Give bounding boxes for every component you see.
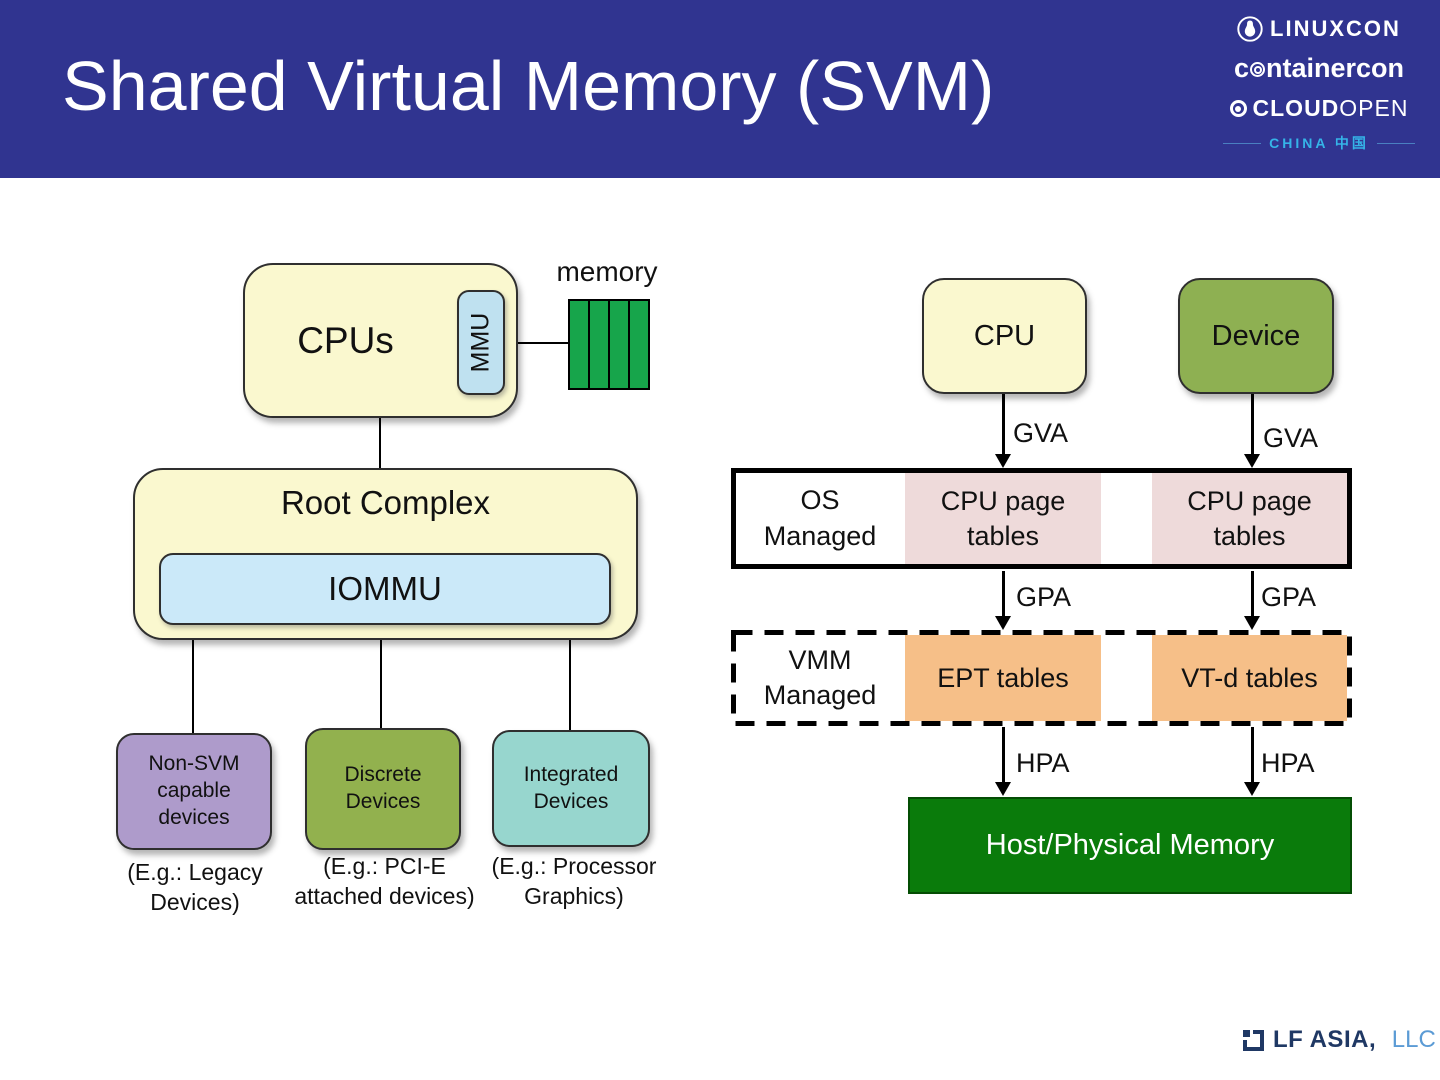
- iommu-box: IOMMU: [159, 553, 611, 625]
- arrow-hpa-left: [995, 727, 1011, 796]
- connector-root-discrete: [380, 640, 382, 728]
- memory-bank-cell: [610, 301, 630, 388]
- arrow-gpa-right: [1244, 571, 1260, 630]
- containercon-label-post: ntainercon: [1266, 53, 1405, 83]
- memory-bank-cell: [570, 301, 590, 388]
- decorative-line-right: [1376, 142, 1415, 144]
- integrated-devices-box: Integrated Devices: [492, 730, 650, 847]
- vmm-dashed-border: [731, 630, 1352, 726]
- connector-cpus-rootcomplex: [379, 418, 381, 468]
- iommu-label: IOMMU: [328, 570, 442, 607]
- arrow-gpa-left: [995, 571, 1011, 630]
- linuxcon-label: LINUXCON: [1270, 16, 1401, 41]
- arrow-device-gva: [1244, 394, 1260, 468]
- linux-foundation-icon: [1242, 1028, 1264, 1051]
- memory-box: [568, 299, 650, 390]
- mmu-box: MMU: [457, 290, 505, 395]
- china-label: CHINA 中国: [1269, 135, 1369, 151]
- non-svm-caption: (E.g.: Legacy Devices): [127, 859, 263, 915]
- hpa-label-right: HPA: [1261, 748, 1315, 778]
- cpus-box: CPUs MMU: [243, 263, 518, 418]
- gpa-label-right: GPA: [1261, 582, 1317, 612]
- discrete-caption: (E.g.: PCI-E attached devices): [294, 853, 475, 909]
- memory-bank-cell: [590, 301, 610, 388]
- container-ring-icon: [1250, 62, 1265, 77]
- os-managed-label: OS Managed: [763, 485, 877, 551]
- conference-logos: LINUXCON c ntainercon CLOUD OPEN CHINA 中…: [1223, 16, 1415, 153]
- cloudopen-logo: CLOUD OPEN: [1229, 95, 1409, 122]
- open-label: OPEN: [1339, 95, 1409, 121]
- device-box: Device: [1178, 278, 1334, 394]
- containercon-label-pre: c: [1233, 53, 1249, 83]
- decorative-line-left: [1223, 142, 1262, 144]
- connector-root-nonsvm: [192, 640, 194, 733]
- cpus-label: CPUs: [297, 319, 394, 361]
- hpa-label-left: HPA: [1016, 748, 1070, 778]
- llc-label: LLC: [1385, 1026, 1436, 1053]
- arrow-hpa-right: [1244, 727, 1260, 796]
- page-title: Shared Virtual Memory (SVM): [62, 47, 995, 125]
- containercon-logo: c ntainercon: [1234, 53, 1404, 84]
- cpu-box: CPU: [922, 278, 1087, 394]
- discrete-devices-box: Discrete Devices: [305, 728, 461, 850]
- memory-bank-cell: [630, 301, 648, 388]
- lf-asia-label: LF ASIA,: [1273, 1026, 1377, 1053]
- connector-cpus-memory: [518, 342, 568, 344]
- china-banner: CHINA 中国: [1223, 133, 1415, 153]
- cpu-page-tables-box-right: CPU page tables: [1152, 473, 1347, 564]
- vmm-managed-label: VMM Managed: [763, 644, 877, 710]
- lf-asia-logo: LF ASIA, LLC: [1242, 1026, 1436, 1054]
- vmm-managed-row: VMM Managed EPT tables VT-d tables: [731, 630, 1352, 726]
- root-complex-label: Root Complex: [280, 484, 491, 521]
- gpa-label-left: GPA: [1016, 582, 1072, 612]
- mmu-label: MMU: [466, 312, 495, 373]
- cloud-label: CLOUD: [1252, 95, 1340, 121]
- memory-label: memory: [556, 256, 658, 287]
- ept-tables-box: EPT tables: [905, 635, 1101, 721]
- host-physical-memory-box: Host/Physical Memory: [908, 797, 1352, 894]
- arrow-cpu-gva: [995, 394, 1011, 468]
- non-svm-devices-box: Non-SVM capable devices: [116, 733, 272, 850]
- vtd-tables-box: VT-d tables: [1152, 635, 1347, 721]
- aperture-icon: [1229, 100, 1247, 117]
- cpu-page-tables-box-left: CPU page tables: [905, 473, 1101, 564]
- gva-label-cpu: GVA: [1013, 418, 1069, 448]
- linuxcon-logo: LINUXCON: [1237, 16, 1401, 42]
- penguin-icon: [1237, 16, 1263, 42]
- gva-label-device: GVA: [1263, 423, 1319, 453]
- os-managed-row: OS Managed CPU page tables CPU page tabl…: [731, 468, 1352, 569]
- integrated-caption: (E.g.: Processor Graphics): [491, 853, 657, 909]
- root-complex-box: Root Complex IOMMU: [133, 468, 638, 640]
- title-bar: Shared Virtual Memory (SVM) LINUXCON c n…: [0, 0, 1440, 178]
- connector-root-integrated: [569, 640, 571, 730]
